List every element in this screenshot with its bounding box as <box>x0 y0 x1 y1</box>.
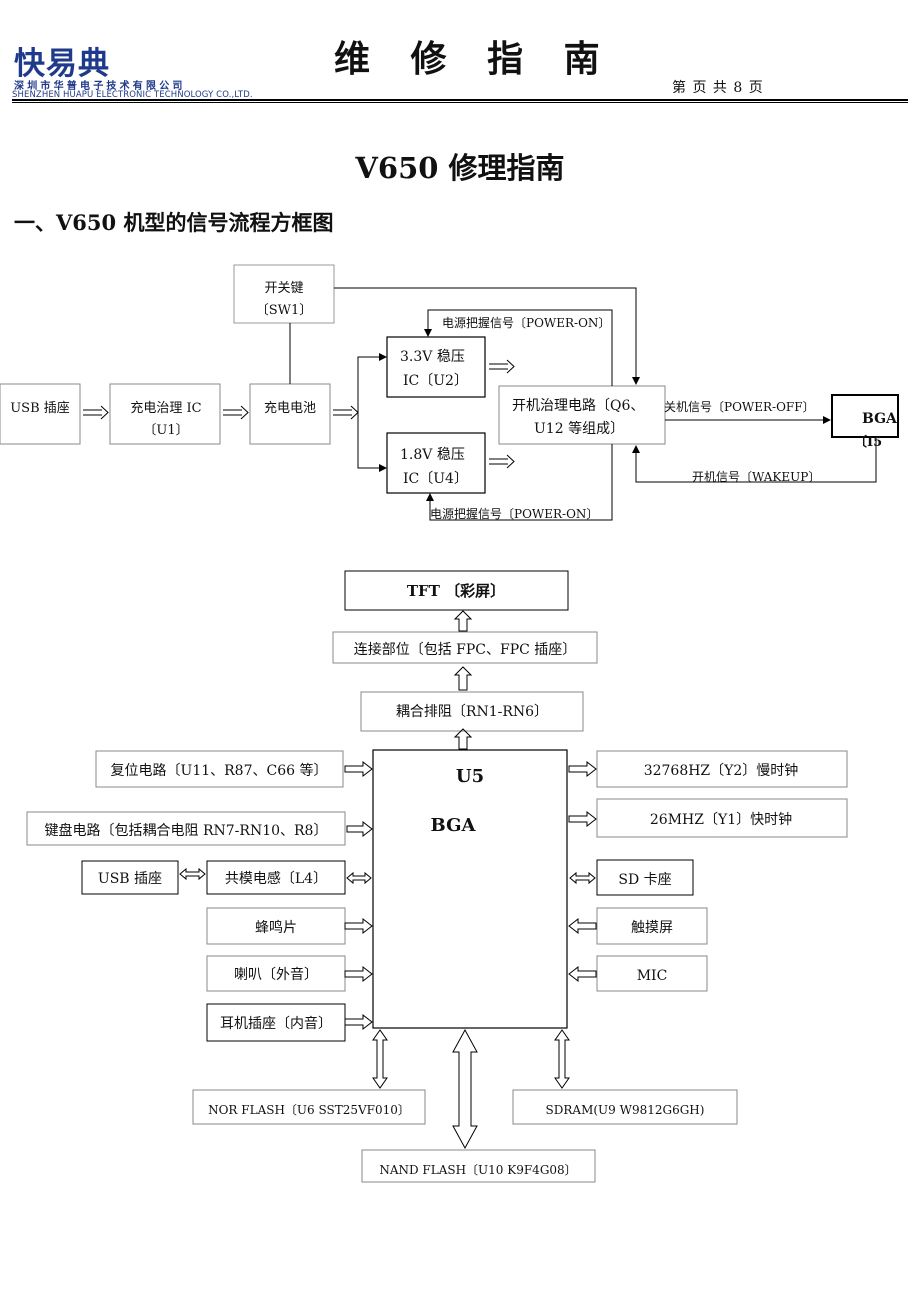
clk26-label: 26MHZ〔Y1〕快时钟 <box>650 811 792 828</box>
speaker-label: 喇叭〔外音〕 <box>234 966 318 983</box>
reset-label: 复位电路〔U11、R87、C66 等〕 <box>111 762 328 779</box>
coupling-label: 耦合排阻〔RN1-RN6〕 <box>396 704 548 720</box>
header-rule-thin <box>12 102 908 103</box>
sd-box <box>596 859 694 896</box>
keypad-box <box>26 811 346 846</box>
charge-ic-box <box>109 383 221 445</box>
keypad-label: 键盘电路〔包括耦合电阻 RN7-RN10、R8〕 <box>45 822 328 839</box>
usb2-box <box>81 860 179 895</box>
usb-socket-box <box>0 383 81 445</box>
mic-box <box>596 955 708 992</box>
signal-power-on-bottom: 电源把握信号〔POWER-ON〕 <box>430 506 598 521</box>
company-name-en: SHENZHEN HUAPU ELECTRONIC TECHNOLOGY CO.… <box>12 90 253 100</box>
cm-inductor-label: 共模电感〔L4〕 <box>225 870 327 887</box>
section-heading: 一、V650 机型的信号流程方框图 <box>14 210 334 235</box>
cpu-label-u5: U5 <box>456 766 484 787</box>
signal-power-on-top: 电源把握信号〔POWER-ON〕 <box>442 315 610 330</box>
nand-label: NAND FLASH〔U10 K9F4G08〕 <box>379 1163 576 1177</box>
usb2-label: USB 插座 <box>98 871 162 887</box>
sw1-label-line1: 开关键 <box>264 281 303 296</box>
reg33-label-line1: 3.3V 稳压 <box>400 349 465 365</box>
poweron-ctrl-box <box>498 385 666 445</box>
tft-label: TFT 〔彩屏〕 <box>407 582 505 600</box>
nor-box <box>192 1089 426 1125</box>
sw1-box <box>233 264 335 324</box>
company-logo: 快易典 <box>14 46 110 82</box>
document-title: V650 修理指南 <box>355 151 565 185</box>
bga-small-label-line2: 〔I5 <box>854 434 882 450</box>
connector-box <box>332 631 598 664</box>
connector-label: 连接部位〔包括 FPC、FPC 插座〕 <box>354 641 577 658</box>
earphone-label: 耳机插座〔内音〕 <box>220 1015 332 1032</box>
sw1-label-line2: 〔SW1〕 <box>256 303 313 318</box>
power-diagram <box>0 264 899 521</box>
header-title: 维 修 指 南 <box>334 39 614 80</box>
charge-ic-label-line2: 〔U1〕 <box>143 423 188 438</box>
reg18-box <box>386 432 486 494</box>
signal-wakeup: 开机信号〔WAKEUP〕 <box>692 470 820 484</box>
touch-box <box>596 907 708 945</box>
cpu-label-bga: BGA <box>431 815 477 836</box>
mic-label: MIC <box>637 968 668 984</box>
main-diagram <box>26 570 848 1183</box>
poweron-ctrl-label-line1: 开机治理电路〔Q6、 <box>512 398 644 414</box>
clk26-box <box>596 798 848 838</box>
reg33-label-line2: IC〔U2〕 <box>403 373 468 389</box>
sdram-box <box>512 1089 738 1125</box>
nor-label: NOR FLASH〔U6 SST25VF010〕 <box>208 1103 410 1117</box>
reg18-label-line1: 1.8V 稳压 <box>400 447 465 463</box>
signal-power-off: 关机信号〔POWER-OFF〕 <box>664 400 815 414</box>
usb-socket-label: USB 插座 <box>10 401 70 416</box>
header-rule <box>12 99 908 101</box>
bga-small-box <box>831 394 899 438</box>
cpu-box <box>372 749 568 1029</box>
reset-box <box>95 750 344 788</box>
clk32-box <box>596 750 848 788</box>
nand-box <box>361 1149 596 1183</box>
sdram-label: SDRAM(U9 W9812G6GH) <box>546 1103 705 1117</box>
cm-inductor-box <box>206 860 346 895</box>
battery-label: 充电电池 <box>264 400 316 416</box>
reg18-label-line2: IC〔U4〕 <box>403 471 468 487</box>
coupling-box <box>360 691 584 732</box>
reg33-box <box>386 336 486 398</box>
touch-label: 触摸屏 <box>631 920 673 936</box>
tft-box <box>344 570 569 611</box>
poweron-ctrl-label-line2: U12 等组成〕 <box>534 420 624 437</box>
page-info: 第 页 共 8 页 <box>672 80 764 96</box>
charge-ic-label-line1: 充电治理 IC <box>130 400 201 416</box>
buzzer-label: 蜂鸣片 <box>255 919 297 936</box>
sd-label: SD 卡座 <box>618 872 671 888</box>
company-name-cn: 深圳市华普电子技术有限公司 <box>14 81 186 92</box>
clk32-label: 32768HZ〔Y2〕慢时钟 <box>644 762 799 779</box>
bga-small-label-line1: BGA <box>862 411 898 427</box>
